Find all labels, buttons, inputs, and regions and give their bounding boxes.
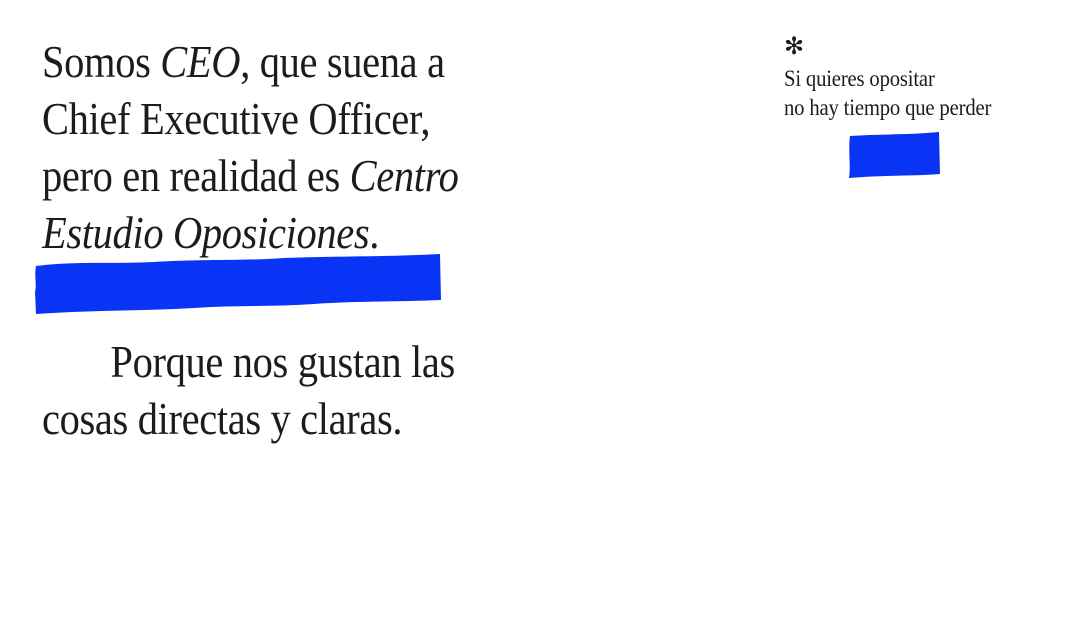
aside-line-2: no hay tiempo que perder bbox=[784, 95, 992, 120]
headline-text: pero en realidad es bbox=[42, 151, 350, 201]
asterisk-icon: ✻ bbox=[784, 32, 805, 60]
headline-emphasis-estudio: Estudio Oposiciones bbox=[42, 208, 370, 258]
aside-line-1: Si quieres opositar bbox=[784, 66, 935, 91]
headline-emphasis-centro: Centro bbox=[349, 151, 459, 201]
headline-text: Somos bbox=[42, 37, 161, 87]
aside-note: ✻ Si quieres opositar no hay tiempo que … bbox=[784, 32, 1074, 122]
headline-line-3: pero en realidad es Centro bbox=[42, 148, 546, 205]
headline-line-1: Somos CEO, que suena a bbox=[42, 34, 546, 91]
brush-stroke-shape bbox=[35, 254, 441, 314]
headline-line-2: Chief Executive Officer, bbox=[42, 94, 431, 144]
headline-line-4: Estudio Oposiciones. bbox=[42, 205, 546, 262]
headline-emphasis-ceo: CEO bbox=[160, 37, 241, 87]
subheadline-line-1: Porque nos gustan las bbox=[110, 337, 455, 387]
brush-stroke-small bbox=[849, 132, 940, 178]
headline-text: . bbox=[369, 208, 380, 258]
subheadline: Porque nos gustan las cosas directas y c… bbox=[42, 334, 546, 448]
brush-stroke-small-shape bbox=[849, 132, 940, 178]
subheadline-line-2: cosas directas y claras. bbox=[42, 394, 403, 444]
brush-stroke-underline bbox=[35, 254, 441, 314]
headline: Somos CEO, que suena a Chief Executive O… bbox=[42, 34, 546, 262]
aside-text: Si quieres opositar no hay tiempo que pe… bbox=[784, 64, 1045, 122]
headline-text: , que suena a bbox=[240, 37, 445, 87]
